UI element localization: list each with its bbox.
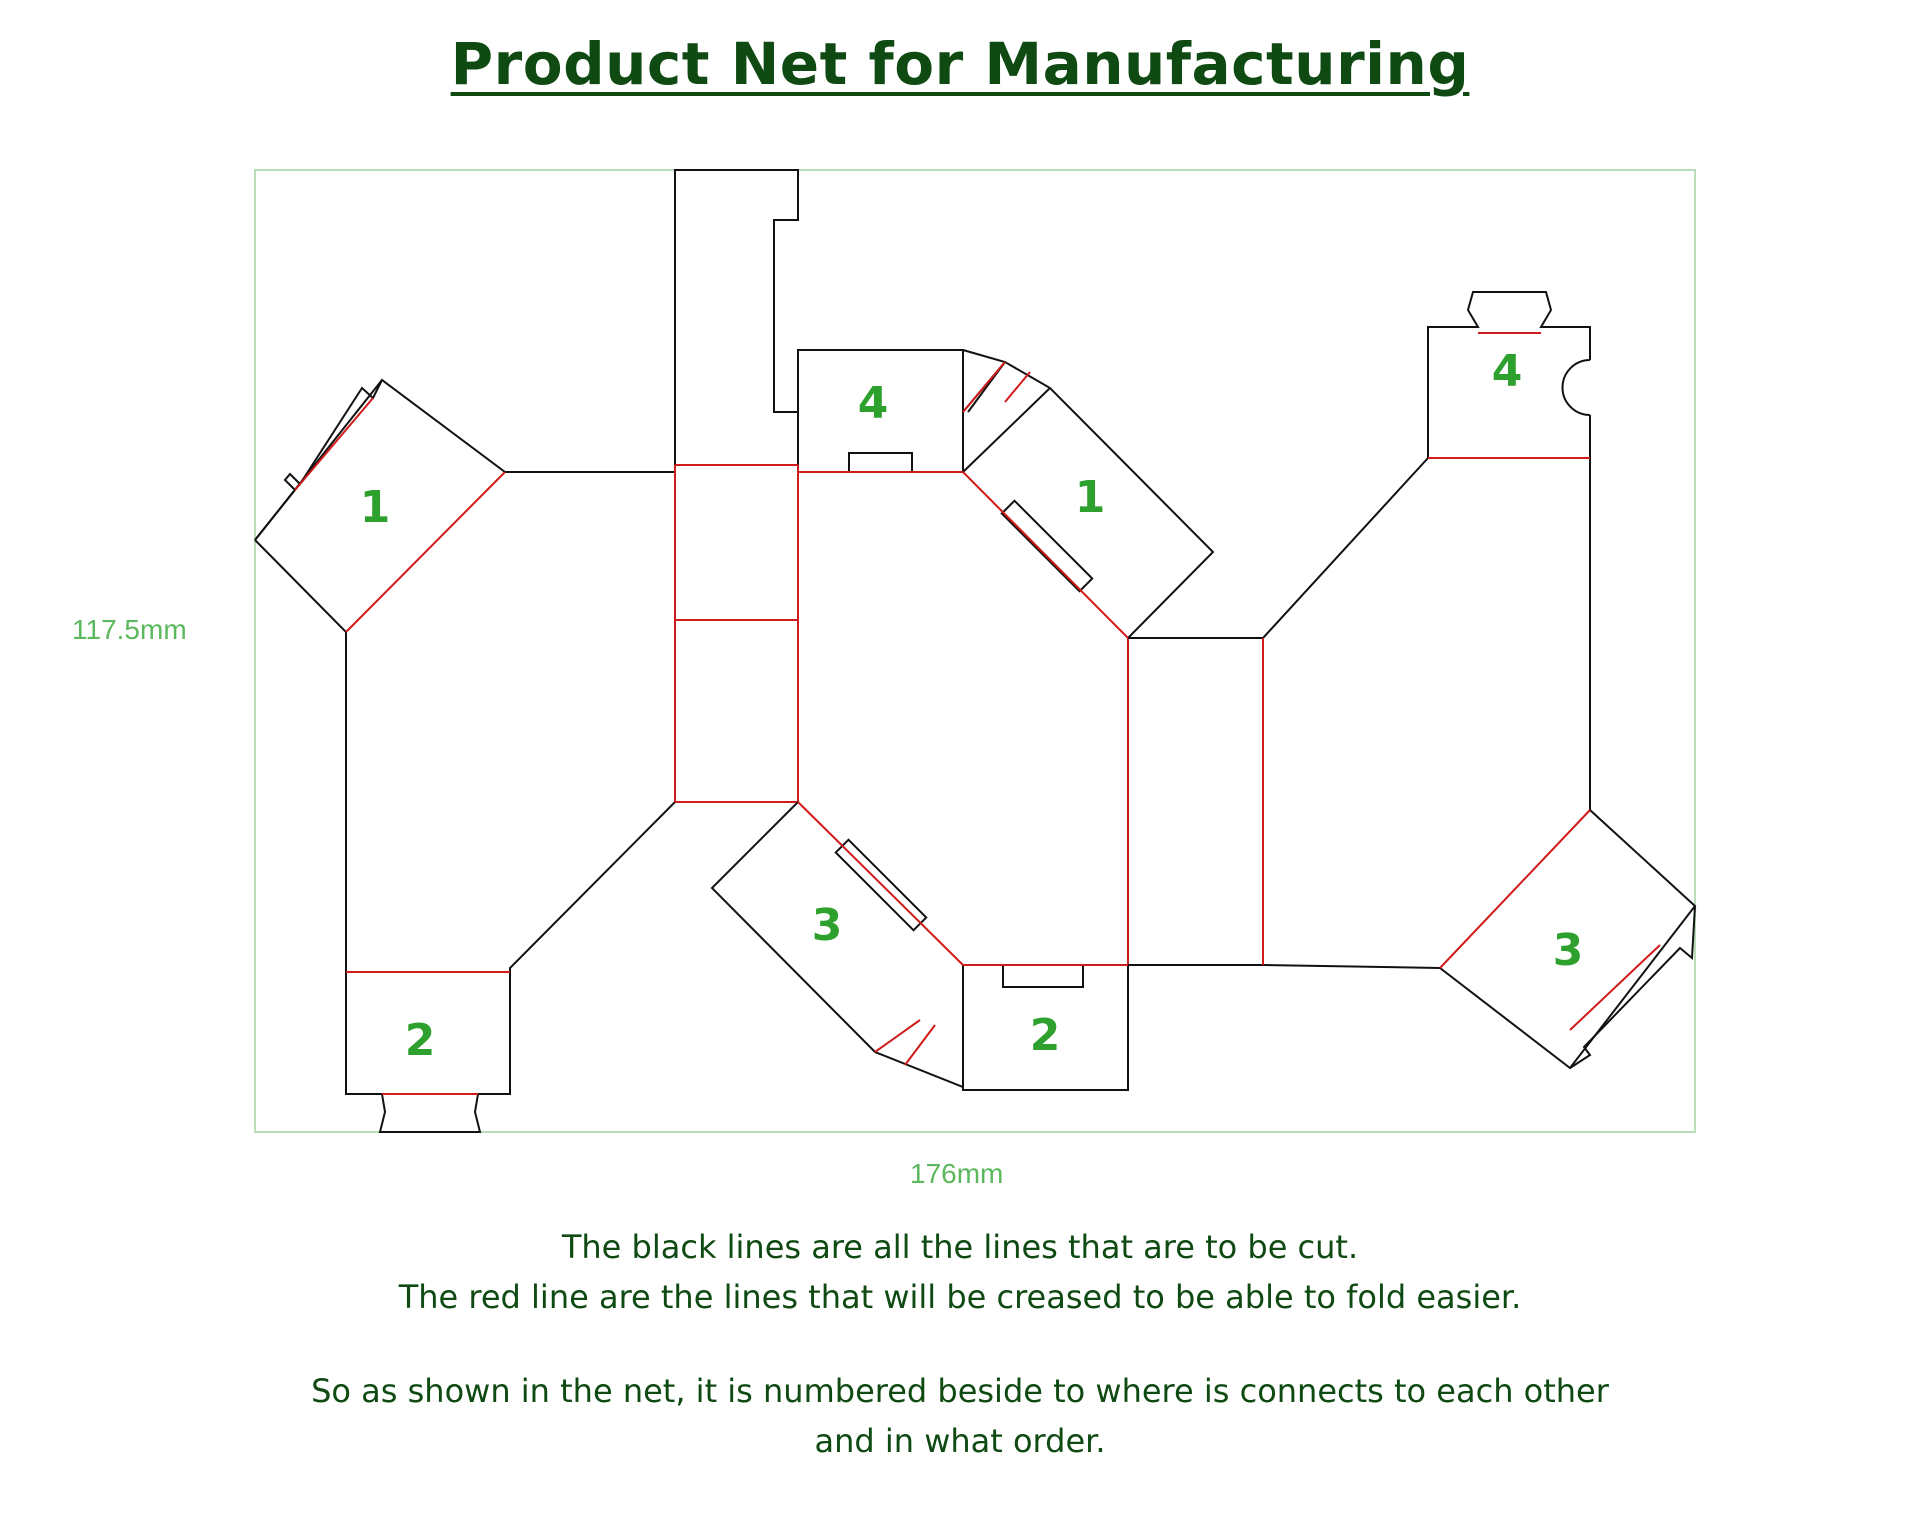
- panel-number: 3: [1553, 925, 1584, 976]
- instruction-line: and in what order.: [814, 1422, 1106, 1460]
- panel-number: 4: [858, 378, 889, 429]
- net-bounding-box: [254, 169, 1696, 1133]
- width-dimension-label: 176mm: [910, 1158, 1004, 1189]
- left-piece-fold-lines: [294, 397, 510, 1095]
- middle-octagon-fold-lines: [797, 361, 1129, 1066]
- panel-number: 4: [1492, 346, 1523, 397]
- center-strip-fold-lines: [674, 464, 799, 803]
- page-title: Product Net for Manufacturing: [450, 30, 1470, 98]
- panel-number: 2: [1030, 1010, 1061, 1061]
- instructions-block-1: The black lines are all the lines that a…: [0, 1222, 1920, 1322]
- instruction-line: The black lines are all the lines that a…: [561, 1228, 1359, 1266]
- left-piece-cut-lines: [254, 378, 676, 1133]
- height-dimension-label: 117.5mm: [72, 614, 187, 645]
- right-piece-fold-lines: [1262, 332, 1661, 1031]
- right-piece-cut-lines: [1128, 291, 1697, 1070]
- instruction-line: The red line are the lines that will be …: [398, 1278, 1522, 1316]
- panel-number: 3: [812, 900, 843, 951]
- panel-number: 2: [405, 1015, 436, 1066]
- instructions-block-2: So as shown in the net, it is numbered b…: [0, 1366, 1920, 1466]
- center-strip-cut-lines: [674, 169, 964, 802]
- panel-number: 1: [360, 482, 391, 533]
- panel-number: 1: [1075, 472, 1106, 523]
- instruction-line: So as shown in the net, it is numbered b…: [311, 1372, 1609, 1410]
